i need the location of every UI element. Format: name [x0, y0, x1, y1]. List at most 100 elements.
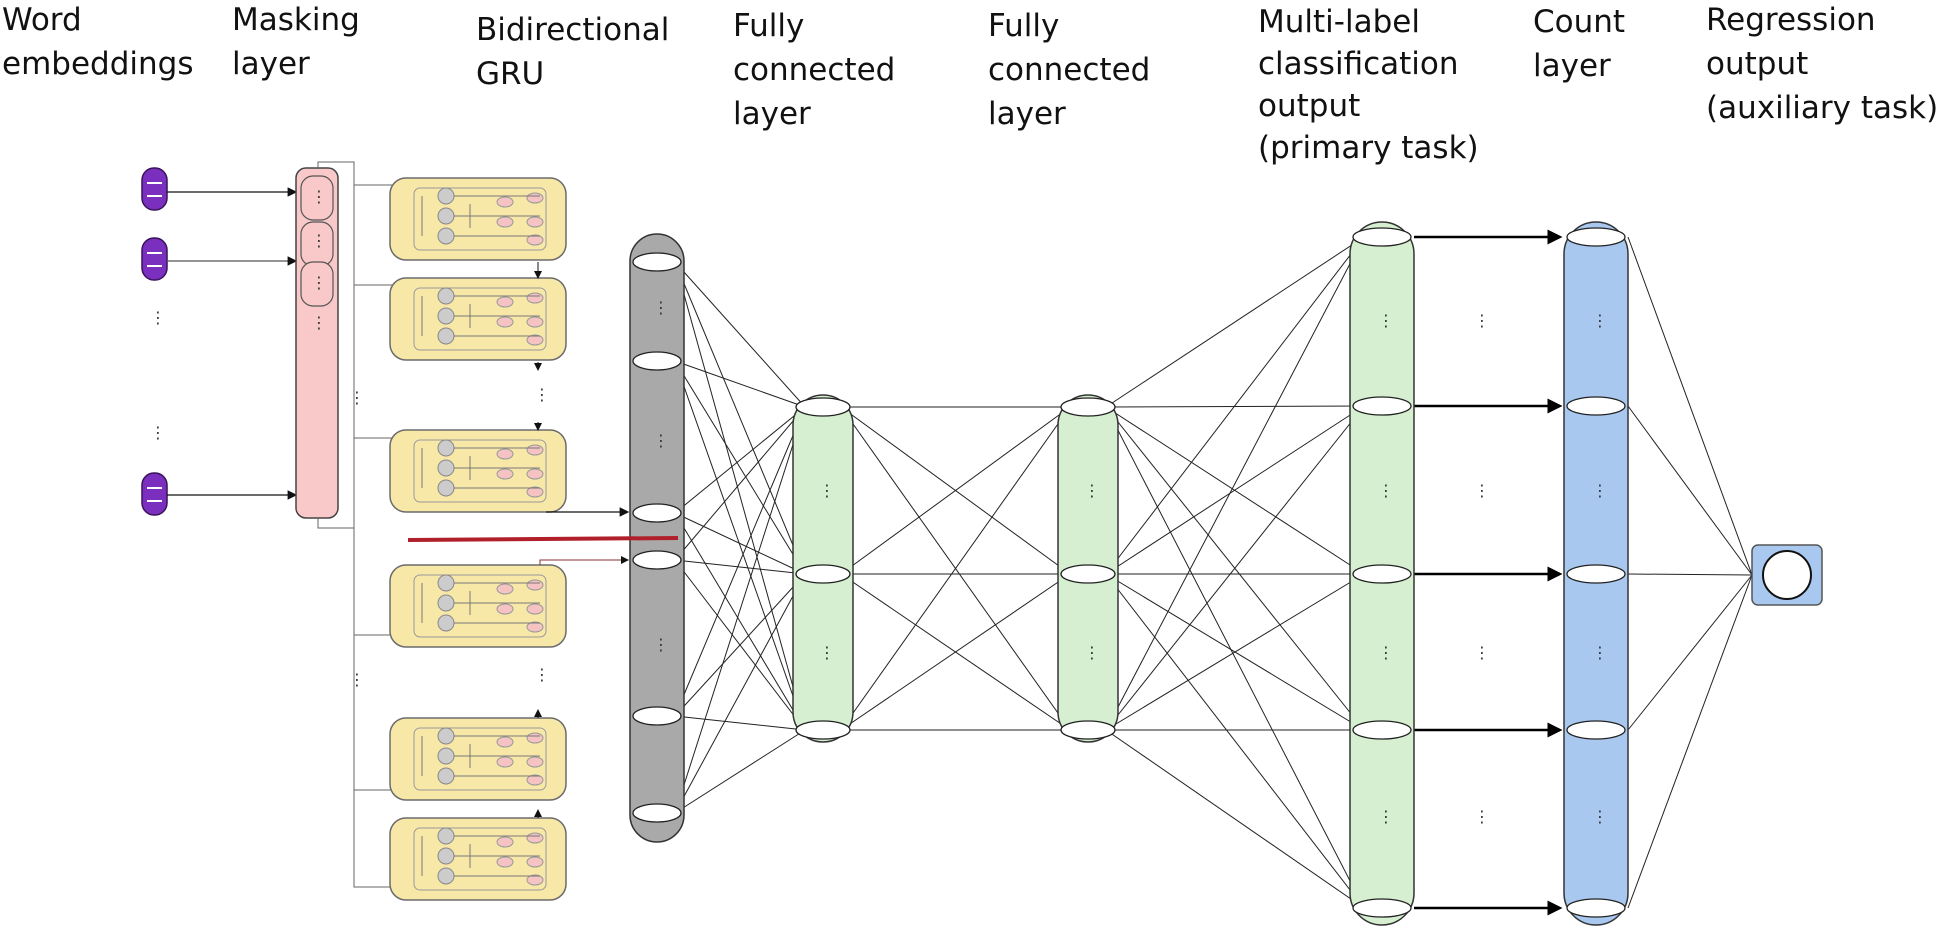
ellipsis-embeddings-1: ⋮: [150, 308, 166, 327]
gru-cell-2: [389, 277, 567, 361]
label-fc2-line1: Fully: [988, 8, 1059, 44]
fully-connected-1-node-3: [795, 720, 851, 740]
ellipsis-gru-1: ⋮: [534, 385, 550, 404]
label-masking-layer-line1: Masking: [232, 2, 360, 38]
multilabel-output-ellipsis-2: ⋮: [1378, 481, 1394, 500]
label-multilabel-line1: Multi-label: [1258, 4, 1420, 40]
embedding-token-2: [141, 237, 168, 281]
concat-layer-node-4: [632, 550, 682, 570]
dense-connections: ⋮⋮⋮⋮: [674, 229, 1753, 916]
fully-connected-1-ellipsis-2: ⋮: [819, 643, 835, 662]
label-fc1-line3: layer: [733, 96, 811, 132]
concat-layer-ellipsis-2: ⋮: [653, 431, 669, 450]
count-layer-node-4: [1566, 720, 1626, 740]
count-layer-node-5: [1566, 898, 1626, 918]
count-layer-ellipsis-2: ⋮: [1592, 481, 1608, 500]
fully-connected-2-node-2: [1060, 564, 1116, 584]
fully-connected-2-node-1: [1060, 397, 1116, 417]
ellipsis-arrows-2: ⋮: [1474, 481, 1490, 500]
label-bidirectional-gru-line2: GRU: [476, 56, 544, 92]
ellipsis-mask-2: ⋮: [311, 231, 327, 250]
fully-connected-2-ellipsis-2: ⋮: [1084, 643, 1100, 662]
ellipsis-mask-3: ⋮: [311, 273, 327, 292]
gru-cell-5: [389, 717, 567, 801]
multilabel-output: ⋮ ⋮ ⋮ ⋮: [1349, 221, 1415, 926]
label-word-embeddings-line2: embeddings: [2, 46, 193, 82]
count-layer-ellipsis-4: ⋮: [1592, 807, 1608, 826]
multilabel-output-node-5: [1352, 898, 1412, 918]
label-count-layer-line1: Count: [1533, 4, 1625, 40]
label-fc1-line2: connected: [733, 52, 895, 88]
gru-cell-1: [389, 177, 567, 261]
ellipsis-mask-gru-1: ⋮: [349, 388, 365, 407]
label-regression-output: Regression output (auxiliary task): [1706, 2, 1938, 126]
regression-output-node: [1751, 544, 1823, 606]
label-multilabel-line4: (primary task): [1258, 130, 1479, 166]
label-count-layer: Count layer: [1533, 4, 1625, 84]
label-masking-layer: Masking layer: [232, 2, 360, 82]
label-multilabel-line2: classification: [1258, 46, 1459, 82]
ellipsis-gru-2: ⋮: [534, 665, 550, 684]
label-count-layer-line2: layer: [1533, 48, 1611, 84]
concat-layer-ellipsis-1: ⋮: [653, 298, 669, 317]
multilabel-output-node-2: [1352, 396, 1412, 416]
multilabel-output-ellipsis-3: ⋮: [1378, 643, 1394, 662]
ellipsis-embeddings-2: ⋮: [150, 423, 166, 442]
gru-cell-4: [389, 564, 567, 648]
concat-layer-ellipsis-3: ⋮: [653, 635, 669, 654]
masking-layer: ⋮ ⋮ ⋮ ⋮ ⋮ ⋮: [295, 161, 394, 888]
fully-connected-1-node-1: [795, 397, 851, 417]
label-fc2-line3: layer: [988, 96, 1066, 132]
label-regression-line1: Regression: [1706, 2, 1876, 38]
fully-connected-2: ⋮⋮: [1057, 394, 1119, 743]
concat-layer-node-6: [632, 803, 682, 823]
bidirectional-gru-column: ⋮⋮: [389, 177, 630, 901]
ellipsis-mask-gru-2: ⋮: [349, 670, 365, 689]
concat-layer-node-2: [632, 351, 682, 371]
count-layer-node-2: [1566, 396, 1626, 416]
label-masking-layer-line2: layer: [232, 46, 310, 82]
label-fc2-line2: connected: [988, 52, 1150, 88]
label-fully-connected-1: Fully connected layer: [733, 8, 895, 132]
gru-cell-6: [389, 817, 567, 901]
label-bidirectional-gru-line1: Bidirectional: [476, 12, 669, 48]
ellipsis-arrows-1: ⋮: [1474, 311, 1490, 330]
label-word-embeddings: Word embeddings: [2, 2, 193, 82]
multilabel-output-node-1: [1352, 227, 1412, 247]
concat-layer-node-3: [632, 503, 682, 523]
label-fc1-line1: Fully: [733, 8, 804, 44]
embedding-token-3: [141, 472, 168, 516]
count-layer-ellipsis-3: ⋮: [1592, 643, 1608, 662]
count-layer-node-3: [1566, 564, 1626, 584]
multilabel-output-ellipsis-4: ⋮: [1378, 807, 1394, 826]
label-multilabel-output: Multi-label classification output (prima…: [1258, 4, 1479, 166]
word-embeddings-column: ⋮ ⋮: [141, 167, 298, 516]
count-layer-node-1: [1566, 227, 1626, 247]
label-word-embeddings-line1: Word: [2, 2, 82, 38]
label-multilabel-line3: output: [1258, 88, 1360, 124]
concat-layer-node-1: [632, 252, 682, 272]
ellipsis-arrows-4: ⋮: [1474, 807, 1490, 826]
embedding-token-1: [141, 167, 168, 211]
gru-cell-3: [389, 429, 567, 513]
label-fully-connected-2: Fully connected layer: [988, 8, 1150, 132]
fully-connected-1-ellipsis-1: ⋮: [819, 481, 835, 500]
multilabel-output-ellipsis-1: ⋮: [1378, 311, 1394, 330]
multilabel-output-node-3: [1352, 564, 1412, 584]
label-regression-line3: (auxiliary task): [1706, 90, 1938, 126]
ellipsis-arrows-3: ⋮: [1474, 643, 1490, 662]
fully-connected-1-node-2: [795, 564, 851, 584]
count-layer: ⋮ ⋮ ⋮ ⋮: [1563, 221, 1629, 926]
highlight-line: [407, 536, 679, 542]
concat-layer-node-5: [632, 706, 682, 726]
ellipsis-mask-1: ⋮: [311, 187, 327, 206]
fully-connected-1: ⋮⋮: [792, 394, 854, 743]
label-regression-line2: output: [1706, 46, 1808, 82]
label-bidirectional-gru: Bidirectional GRU: [476, 12, 669, 92]
multilabel-output-node-4: [1352, 720, 1412, 740]
fully-connected-2-node-3: [1060, 720, 1116, 740]
ellipsis-mask-4: ⋮: [311, 313, 327, 332]
count-layer-ellipsis-1: ⋮: [1592, 311, 1608, 330]
fully-connected-2-ellipsis-1: ⋮: [1084, 481, 1100, 500]
